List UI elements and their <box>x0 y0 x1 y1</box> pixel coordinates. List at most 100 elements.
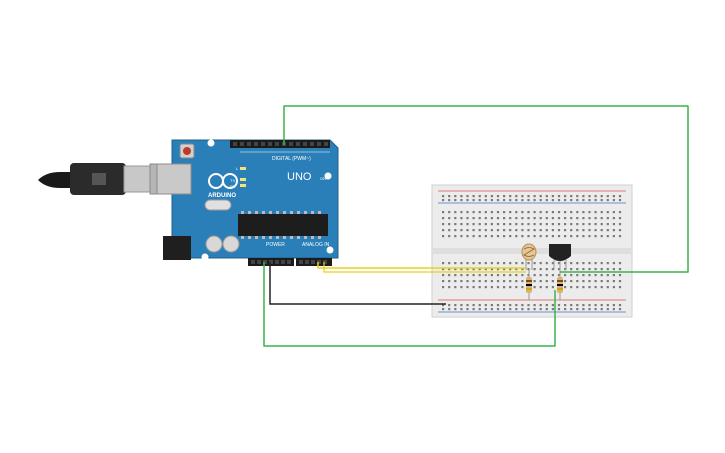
breadboard-hole[interactable] <box>588 229 591 232</box>
breadboard-hole[interactable] <box>588 280 591 283</box>
breadboard-hole[interactable] <box>496 280 500 283</box>
breadboard-hole[interactable] <box>472 274 475 277</box>
breadboard-hole[interactable] <box>515 308 518 311</box>
breadboard-hole[interactable] <box>466 262 469 265</box>
breadboard-hole[interactable] <box>606 268 609 271</box>
breadboard-hole[interactable] <box>618 304 622 307</box>
breadboard-hole[interactable] <box>588 308 591 311</box>
breadboard-hole[interactable] <box>612 286 615 289</box>
breadboard-hole[interactable] <box>472 262 475 265</box>
breadboard-hole[interactable] <box>454 308 457 311</box>
breadboard-hole[interactable] <box>448 229 451 232</box>
breadboard-hole[interactable] <box>557 304 561 307</box>
breadboard-hole[interactable] <box>448 280 451 283</box>
breadboard-hole[interactable] <box>448 217 451 220</box>
breadboard-hole[interactable] <box>460 304 463 307</box>
breadboard-hole[interactable] <box>564 262 567 265</box>
breadboard-hole[interactable] <box>460 308 463 311</box>
breadboard-hole[interactable] <box>527 235 530 238</box>
breadboard-hole[interactable] <box>490 199 493 202</box>
breadboard-hole[interactable] <box>570 211 573 214</box>
breadboard-hole[interactable] <box>570 262 573 265</box>
breadboard-hole[interactable] <box>545 274 548 277</box>
breadboard-hole[interactable] <box>503 223 506 226</box>
breadboard-hole[interactable] <box>448 235 451 238</box>
breadboard-hole[interactable] <box>570 308 573 311</box>
breadboard-hole[interactable] <box>618 274 622 277</box>
breadboard-hole[interactable] <box>503 274 506 277</box>
breadboard-hole[interactable] <box>594 217 597 220</box>
breadboard-hole[interactable] <box>496 286 500 289</box>
breadboard-hole[interactable] <box>460 223 463 226</box>
breadboard-hole[interactable] <box>454 223 457 226</box>
breadboard-hole[interactable] <box>509 304 512 307</box>
breadboard-hole[interactable] <box>606 304 609 307</box>
breadboard-hole[interactable] <box>496 229 500 232</box>
breadboard-hole[interactable] <box>588 268 591 271</box>
breadboard-hole[interactable] <box>582 304 585 307</box>
breadboard-hole[interactable] <box>551 223 554 226</box>
breadboard-hole[interactable] <box>545 235 548 238</box>
breadboard-hole[interactable] <box>490 229 493 232</box>
breadboard-hole[interactable] <box>576 280 579 283</box>
breadboard-hole[interactable] <box>606 211 609 214</box>
breadboard-hole[interactable] <box>460 262 463 265</box>
breadboard-hole[interactable] <box>576 195 579 198</box>
breadboard-hole[interactable] <box>521 274 524 277</box>
breadboard-hole[interactable] <box>557 268 561 271</box>
breadboard-hole[interactable] <box>490 262 493 265</box>
breadboard-hole[interactable] <box>600 304 603 307</box>
breadboard-hole[interactable] <box>515 304 518 307</box>
breadboard-hole[interactable] <box>472 268 475 271</box>
breadboard-hole[interactable] <box>576 262 579 265</box>
breadboard-hole[interactable] <box>570 223 573 226</box>
breadboard-hole[interactable] <box>557 274 561 277</box>
breadboard-hole[interactable] <box>478 217 481 220</box>
breadboard-hole[interactable] <box>478 304 481 307</box>
breadboard-hole[interactable] <box>606 235 609 238</box>
breadboard-hole[interactable] <box>484 286 487 289</box>
breadboard-hole[interactable] <box>576 199 579 202</box>
breadboard-hole[interactable] <box>509 217 512 220</box>
breadboard-hole[interactable] <box>515 286 518 289</box>
breadboard-hole[interactable] <box>606 280 609 283</box>
breadboard-hole[interactable] <box>539 217 542 220</box>
breadboard-hole[interactable] <box>618 308 622 311</box>
breadboard-hole[interactable] <box>564 304 567 307</box>
breadboard-hole[interactable] <box>515 211 518 214</box>
breadboard-hole[interactable] <box>454 199 457 202</box>
breadboard-hole[interactable] <box>484 280 487 283</box>
breadboard-hole[interactable] <box>503 304 506 307</box>
breadboard-hole[interactable] <box>564 308 567 311</box>
breadboard-hole[interactable] <box>472 280 475 283</box>
breadboard-hole[interactable] <box>570 268 573 271</box>
breadboard-hole[interactable] <box>600 211 603 214</box>
breadboard-hole[interactable] <box>551 280 554 283</box>
breadboard-hole[interactable] <box>496 217 500 220</box>
breadboard-hole[interactable] <box>576 235 579 238</box>
breadboard-hole[interactable] <box>533 268 536 271</box>
breadboard-hole[interactable] <box>570 235 573 238</box>
breadboard-hole[interactable] <box>496 262 500 265</box>
breadboard-hole[interactable] <box>545 199 548 202</box>
breadboard-hole[interactable] <box>521 195 524 198</box>
breadboard-hole[interactable] <box>612 268 615 271</box>
breadboard-hole[interactable] <box>582 286 585 289</box>
breadboard-hole[interactable] <box>509 229 512 232</box>
breadboard-hole[interactable] <box>557 235 561 238</box>
breadboard-hole[interactable] <box>521 286 524 289</box>
breadboard-hole[interactable] <box>496 223 500 226</box>
breadboard-hole[interactable] <box>545 223 548 226</box>
breadboard-hole[interactable] <box>612 199 615 202</box>
breadboard-hole[interactable] <box>527 262 530 265</box>
breadboard-hole[interactable] <box>533 199 536 202</box>
breadboard-hole[interactable] <box>460 280 463 283</box>
breadboard-hole[interactable] <box>576 211 579 214</box>
breadboard-hole[interactable] <box>484 268 487 271</box>
breadboard-hole[interactable] <box>539 274 542 277</box>
breadboard-hole[interactable] <box>539 262 542 265</box>
breadboard-hole[interactable] <box>557 199 561 202</box>
breadboard-hole[interactable] <box>557 217 561 220</box>
breadboard-hole[interactable] <box>466 304 469 307</box>
breadboard-hole[interactable] <box>509 280 512 283</box>
